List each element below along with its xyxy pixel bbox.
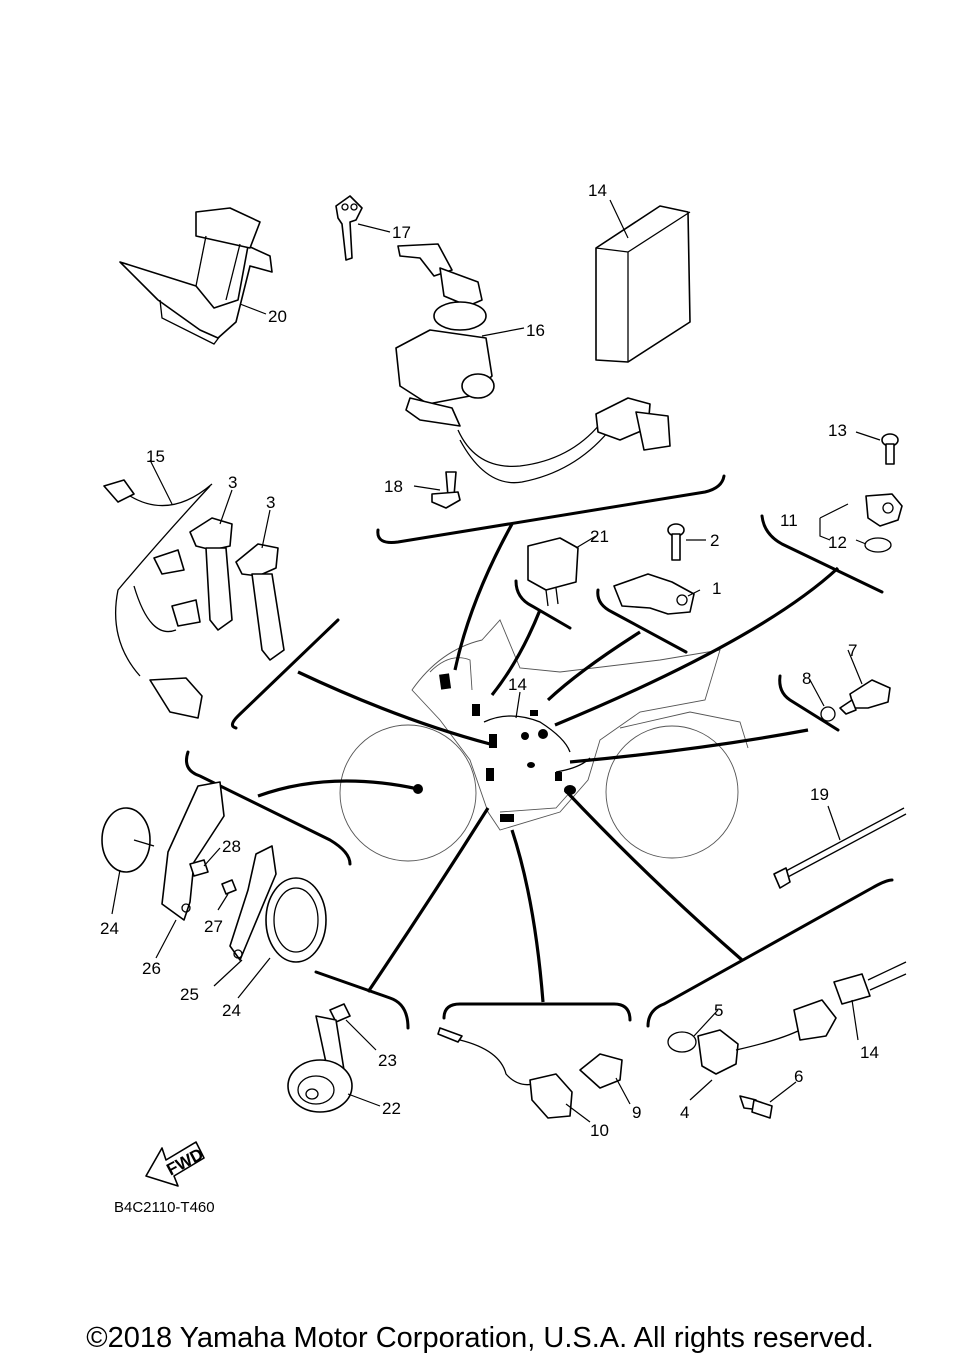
callout-17: 17 — [392, 223, 411, 242]
part-1-sensor — [613, 573, 695, 615]
callout-14-ecu: 14 — [588, 181, 607, 200]
part-8-washer — [820, 706, 836, 722]
part-7-sender — [839, 679, 891, 715]
part-19-cable-tie — [773, 807, 907, 889]
callout-25: 25 — [180, 985, 199, 1004]
part-21-relay — [527, 537, 579, 607]
callout-10: 10 — [590, 1121, 609, 1140]
callout-1: 1 — [712, 579, 721, 598]
part-11-sensor — [865, 493, 903, 527]
part-10-sensor — [437, 1027, 573, 1119]
part-4-sensor — [697, 999, 837, 1075]
part-18-screw — [431, 471, 461, 509]
location-markers — [413, 673, 591, 822]
callout-numbers: 1 2 3 3 4 5 6 7 8 9 10 11 12 13 14 14 14… — [100, 181, 879, 1140]
callout-18: 18 — [384, 477, 403, 496]
part-27-bolt — [221, 879, 237, 895]
callout-16: 16 — [526, 321, 545, 340]
part-15-sub-harness — [103, 479, 213, 719]
part-24-horn — [265, 877, 327, 963]
part-13-bolt — [881, 433, 899, 465]
part-23-nut — [329, 1003, 351, 1023]
part-16-main-switch — [395, 243, 671, 484]
part-20-bracket-tray — [119, 207, 273, 345]
callout-8: 8 — [802, 669, 811, 688]
part-28-nut — [189, 859, 209, 877]
part-26-bracket — [161, 781, 225, 921]
callout-11: 11 — [780, 511, 798, 530]
part-9-switch — [579, 1053, 623, 1089]
callout-19: 19 — [810, 785, 829, 804]
fwd-arrow-icon: FWD — [145, 1141, 207, 1187]
callout-14-center: 14 — [508, 675, 527, 694]
part-24-horn-cap — [101, 807, 155, 873]
callout-24-cap: 24 — [100, 919, 119, 938]
part-3-ignition-coil-a — [189, 517, 233, 631]
callout-7: 7 — [848, 641, 857, 660]
callout-24-horn: 24 — [222, 1001, 241, 1020]
part-22-horn — [287, 1015, 353, 1113]
callout-12: 12 — [828, 533, 847, 552]
callout-26: 26 — [142, 959, 161, 978]
callout-3a: 3 — [228, 473, 237, 492]
part-6-bolt — [739, 1095, 773, 1119]
callout-22: 22 — [382, 1099, 401, 1118]
callout-27: 27 — [204, 917, 223, 936]
part-14-connector — [833, 961, 907, 1005]
callout-5: 5 — [714, 1001, 723, 1020]
motorcycle-silhouette — [339, 619, 749, 862]
group-brackets — [185, 474, 894, 1030]
callout-28: 28 — [222, 837, 241, 856]
part-12-o-ring — [864, 537, 892, 553]
part-2-bolt — [667, 523, 685, 561]
part-3-ignition-coil-b — [235, 543, 285, 661]
callout-2: 2 — [710, 531, 719, 550]
part-14-ecu — [595, 205, 691, 363]
callout-13: 13 — [828, 421, 847, 440]
callout-15: 15 — [146, 447, 165, 466]
callout-20: 20 — [268, 307, 287, 326]
callout-14-connector: 14 — [860, 1043, 879, 1062]
part-17-key — [335, 195, 363, 261]
callout-23: 23 — [378, 1051, 397, 1070]
part-25-bracket — [229, 845, 277, 961]
callout-21: 21 — [590, 527, 609, 546]
callout-4: 4 — [680, 1103, 689, 1122]
callout-9: 9 — [632, 1103, 641, 1122]
callout-3b: 3 — [266, 493, 275, 512]
copyright-notice: ©2018 Yamaha Motor Corporation, U.S.A. A… — [86, 1322, 874, 1354]
callout-lines — [257, 523, 840, 1003]
part-5-o-ring — [667, 1031, 697, 1053]
diagram-code: B4C2110-T460 — [114, 1199, 215, 1216]
leader-lines — [111, 199, 881, 1123]
callout-6: 6 — [794, 1067, 803, 1086]
